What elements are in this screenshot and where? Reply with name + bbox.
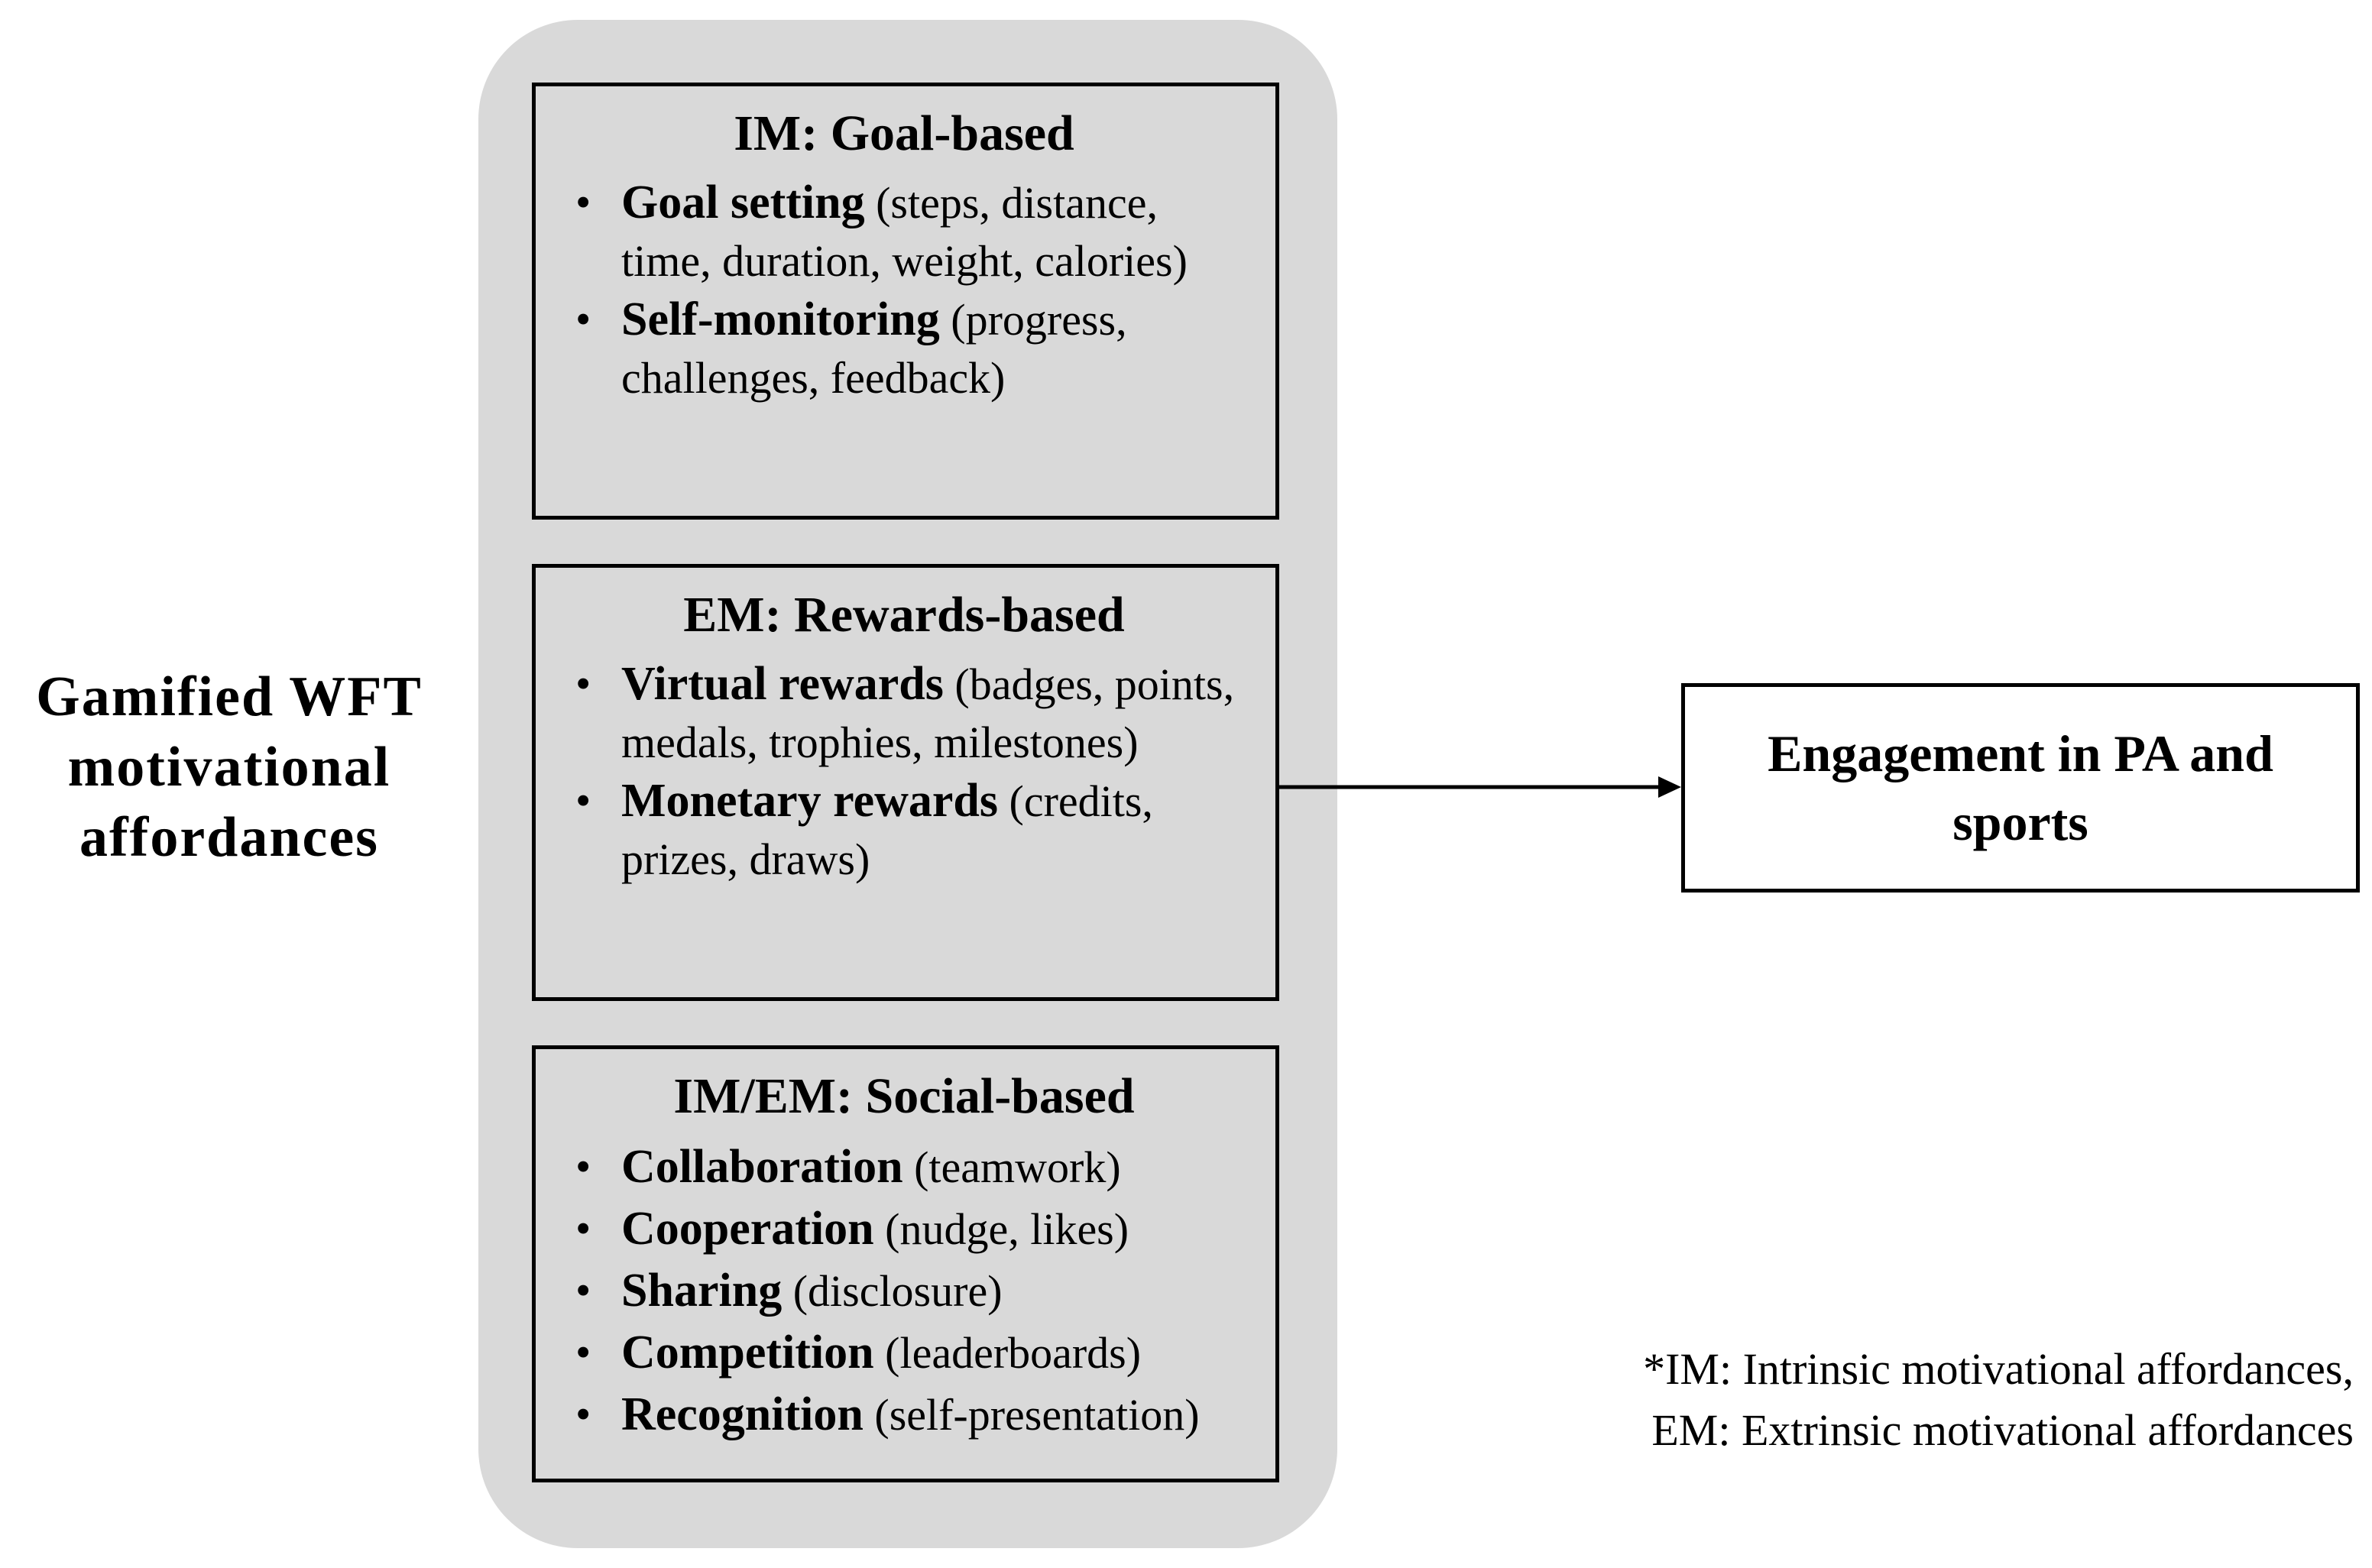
list-item: • Sharing (disclosure) — [563, 1260, 1245, 1322]
bullet-icon: • — [575, 1389, 591, 1439]
item-detail: (steps, distance, time, duration, weight… — [621, 178, 1188, 286]
item-detail: (credits, prizes, draws) — [621, 776, 1153, 884]
item-term: Collaboration — [621, 1141, 903, 1193]
bullet-icon: • — [575, 1142, 591, 1191]
item-detail: (leaderboards) — [885, 1328, 1142, 1378]
item-term: Cooperation — [621, 1203, 874, 1255]
list-item: • Recognition (self-presentation) — [563, 1384, 1245, 1446]
list-item: • Competition (leaderboards) — [563, 1322, 1245, 1384]
arrow-connector — [1279, 776, 1681, 798]
item-term: Competition — [621, 1327, 874, 1378]
item-list: • Virtual rewards (badges, points, medal… — [563, 655, 1245, 889]
outcome-box: Engagement in PA and sports — [1681, 683, 2360, 893]
bullet-icon: • — [575, 659, 591, 708]
list-item: • Self-monitoring (progress, challenges,… — [563, 290, 1245, 407]
bullet-icon: • — [575, 177, 591, 227]
bullet-icon: • — [575, 1204, 591, 1253]
goal-based-box: IM: Goal-based • Goal setting (steps, di… — [532, 83, 1279, 520]
outcome-label: Engagement in PA and sports — [1768, 724, 2273, 851]
item-list: • Collaboration (teamwork) • Cooperation… — [563, 1136, 1245, 1446]
item-term: Virtual rewards — [621, 658, 944, 710]
item-term: Self-monitoring — [621, 293, 940, 345]
bullet-icon: • — [575, 1327, 591, 1377]
bullet-icon: • — [575, 294, 591, 344]
item-list: • Goal setting (steps, distance, time, d… — [563, 173, 1245, 407]
box-title: EM: Rewards-based — [683, 587, 1125, 643]
list-item: • Goal setting (steps, distance, time, d… — [563, 173, 1245, 290]
arrowhead-icon — [1658, 776, 1681, 798]
bullet-icon: • — [575, 1265, 591, 1315]
item-detail: (nudge, likes) — [885, 1204, 1129, 1254]
item-detail: (disclosure) — [792, 1266, 1003, 1316]
footnote-line: *IM: Intrinsic motivational affordances, — [1643, 1344, 2354, 1394]
item-detail: (progress, challenges, feedback) — [621, 295, 1127, 403]
list-item: • Virtual rewards (badges, points, medal… — [563, 655, 1245, 772]
item-detail: (self-presentation) — [874, 1390, 1200, 1440]
box-title: IM/EM: Social-based — [673, 1068, 1135, 1124]
footnote-line: EM: Extrinsic motivational affordances — [1651, 1405, 2354, 1455]
bullet-icon: • — [575, 776, 591, 825]
list-item: • Monetary rewards (credits, prizes, dra… — [563, 772, 1245, 889]
list-item: • Collaboration (teamwork) — [563, 1136, 1245, 1198]
social-based-box: IM/EM: Social-based • Collaboration (tea… — [532, 1045, 1279, 1482]
item-term: Monetary rewards — [621, 775, 999, 827]
item-term: Goal setting — [621, 177, 865, 228]
item-detail: (teamwork) — [914, 1142, 1121, 1192]
footnote: *IM: Intrinsic motivational affordances,… — [1482, 1339, 2354, 1461]
item-term: Recognition — [621, 1388, 864, 1440]
side-label: Gamified WFT motivational affordances — [36, 666, 423, 869]
box-title: IM: Goal-based — [734, 105, 1074, 161]
list-item: • Cooperation (nudge, likes) — [563, 1198, 1245, 1260]
item-term: Sharing — [621, 1265, 783, 1317]
item-detail: (badges, points, medals, trophies, miles… — [621, 659, 1235, 767]
rewards-based-box: EM: Rewards-based • Virtual rewards (bad… — [532, 564, 1279, 1001]
